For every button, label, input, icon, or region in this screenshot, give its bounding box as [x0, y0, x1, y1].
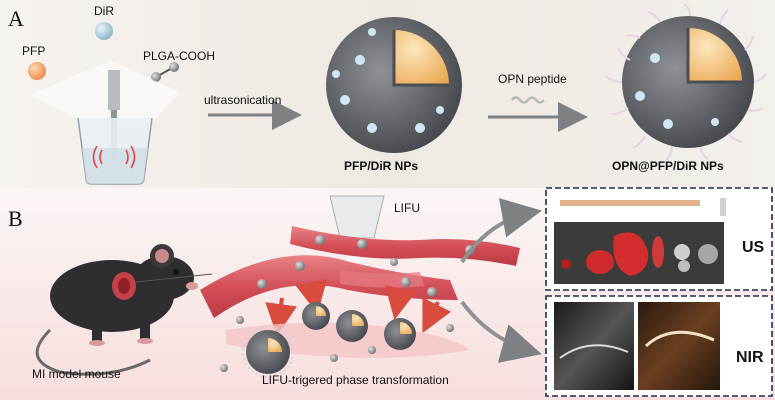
opn-pfp-dir-nps-label: OPN@PFP/DiR NPs [612, 159, 724, 173]
mixing-cone [30, 60, 180, 130]
pfp-dir-nps-label: PFP/DiR NPs [344, 159, 418, 173]
arrow-to-bottom-image [460, 300, 542, 363]
panel-b-letter: B [8, 206, 23, 231]
dir-label: DiR [94, 4, 114, 18]
panel-a-letter: A [8, 6, 24, 31]
contrast-signal-trace [644, 330, 715, 348]
mouse-illustration [35, 244, 198, 376]
pfp-dir-nanoparticle [326, 17, 462, 153]
heart-callout-line [135, 273, 213, 283]
pfp-label: PFP [22, 44, 45, 58]
peptide-strand-icon [511, 96, 545, 104]
bmode-signal-trace [559, 344, 629, 359]
phase-transition-arrows [265, 279, 452, 336]
contrast-mode-image [638, 302, 720, 390]
opn-pfp-dir-nanoparticle [605, 3, 767, 161]
phase-transformation-label: LIFU-trigered phase transformation [262, 373, 449, 387]
nir-label: NIR [736, 349, 764, 366]
mi-model-mouse-label: MI model mouse [32, 367, 121, 381]
beaker [77, 117, 153, 185]
ultrasonication-label: ultrasonication [204, 93, 281, 107]
colorbar-scale [720, 198, 726, 216]
microbubbles [220, 302, 454, 378]
opn-peptide-label: OPN peptide [498, 72, 567, 86]
arrow-to-top-image [460, 198, 542, 264]
plga-cooh-molecule [151, 62, 179, 82]
blood-vessel [200, 226, 520, 318]
intensity-colorbar [560, 200, 700, 206]
lifu-label: LIFU [394, 201, 420, 215]
pfp-droplet [28, 62, 46, 80]
us-label: US [742, 239, 765, 256]
organ-signals [561, 232, 718, 276]
plga-cooh-label: PLGA-COOH [143, 49, 215, 63]
dir-molecule [95, 22, 113, 40]
